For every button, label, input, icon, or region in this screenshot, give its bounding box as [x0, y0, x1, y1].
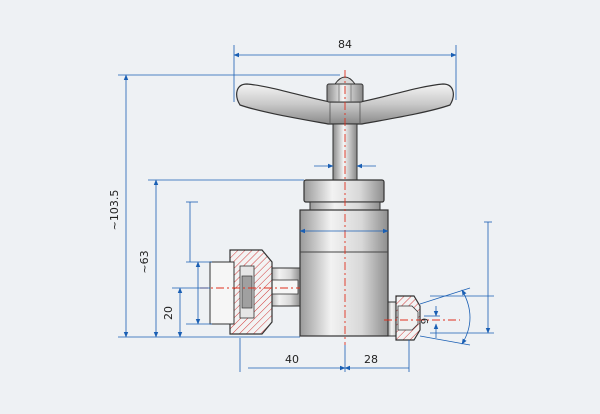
left-fitting-section [209, 249, 273, 335]
dim-total-height: ~103.5 [108, 190, 121, 231]
dim-top-width: 84 [338, 38, 352, 51]
valve-body [299, 209, 389, 337]
centerlines [200, 70, 460, 345]
dim-left-offset: 40 [285, 353, 299, 366]
dim-port-bore: 9 [420, 318, 431, 324]
dim-body-height: ~63 [138, 250, 151, 273]
dim-port-height: 20 [162, 306, 175, 320]
right-fitting-section [387, 295, 421, 341]
dim-right-offset: 28 [364, 353, 378, 366]
bonnet [303, 179, 385, 211]
dimension-lines [118, 45, 494, 372]
